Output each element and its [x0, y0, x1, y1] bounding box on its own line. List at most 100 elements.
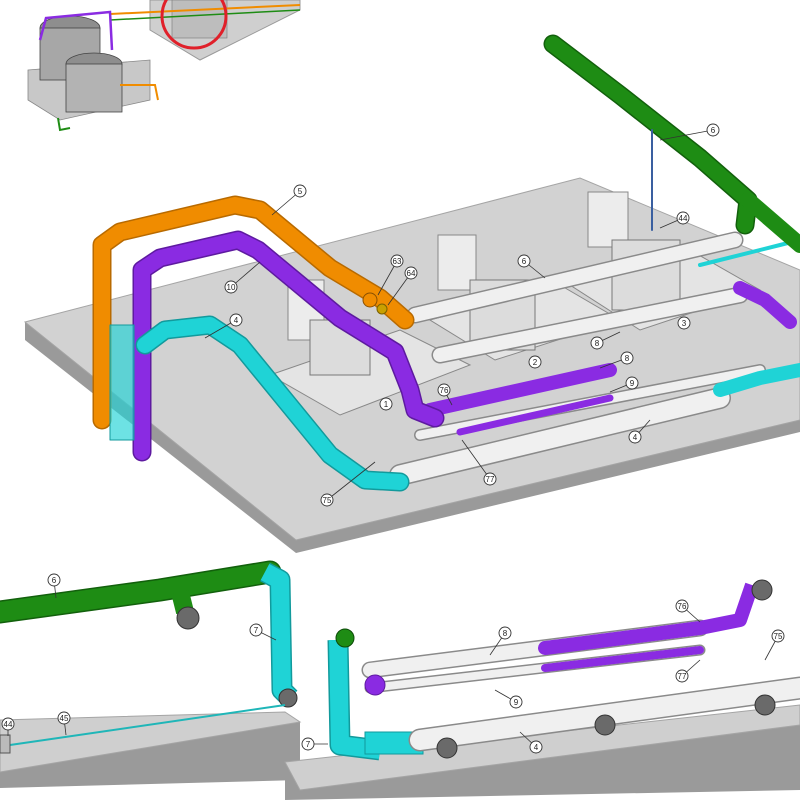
callout-bubble	[706, 123, 720, 137]
callout-label: 3	[682, 319, 687, 328]
callout-main-header-8b: 8	[599, 351, 634, 369]
thumbnail-orange-pipe	[120, 84, 159, 101]
callout-detail-right-4: 4	[519, 731, 543, 754]
callout-bubble	[528, 355, 542, 369]
callout-label: 1	[384, 400, 389, 409]
callout-main-header-4: 4	[628, 419, 651, 444]
callout-bubble	[57, 711, 71, 725]
valve-icon	[376, 303, 388, 315]
cyan-pipe	[137, 317, 408, 490]
detail-purple-riser	[698, 582, 759, 635]
callout-bubble	[301, 737, 315, 751]
callout-label: 77	[486, 475, 495, 484]
thumbnail-green-pipe	[57, 117, 71, 132]
callout-detail-right-9: 9	[494, 689, 523, 709]
callout-bubble	[509, 695, 523, 709]
purple-pipe-10	[132, 230, 445, 462]
thumbnail-equipment	[171, 0, 228, 39]
callout-label: 77	[678, 672, 687, 681]
callout-bubble	[677, 316, 691, 330]
callout-label: 10	[227, 283, 236, 292]
detail-purple-8	[538, 621, 707, 655]
cyan-pipe-4	[109, 238, 800, 492]
valve-63-64	[362, 292, 388, 315]
callout-label: 75	[323, 496, 332, 505]
detail-left	[0, 560, 302, 788]
callout-bubble	[1, 717, 15, 731]
callouts: 5104636464461238897677475674445876777597…	[1, 123, 785, 754]
callout-bubble	[404, 266, 418, 280]
overview-thumbnail	[27, 0, 301, 132]
valve-icon	[362, 292, 378, 308]
detail-green-pipe-end	[176, 606, 200, 630]
detail-right-slab-top	[284, 704, 800, 791]
control-panel-3	[587, 191, 629, 248]
detail-pipe-end	[754, 694, 776, 716]
callout-bubble	[229, 313, 243, 327]
callout-detail-left-6: 6	[47, 573, 61, 599]
callout-leader	[461, 439, 491, 480]
callout-label: 75	[774, 632, 783, 641]
detail-purple-end-left	[364, 674, 386, 696]
callout-main-green-6: 6	[659, 123, 720, 141]
callout-label: 7	[306, 740, 311, 749]
callout-bubble	[517, 254, 531, 268]
callout-label: 4	[234, 316, 239, 325]
thumbnail-tank-2	[65, 63, 123, 113]
callout-label: 4	[633, 433, 638, 442]
callout-main-pump-3: 3	[677, 316, 691, 330]
callout-label: 76	[440, 386, 449, 395]
detail-left-slab-top	[0, 711, 302, 773]
callout-bubble	[47, 573, 61, 587]
callout-bubble	[379, 397, 393, 411]
purple-pipe	[134, 232, 443, 460]
callout-label: 7	[254, 626, 259, 635]
callout-label: 44	[4, 720, 13, 729]
detail-purple-end	[751, 579, 773, 601]
callout-bubble	[620, 351, 634, 365]
detail-white-4	[410, 678, 800, 750]
callout-label: 76	[678, 602, 687, 611]
callout-bubble	[498, 626, 512, 640]
detail-right-green-end	[335, 628, 355, 648]
callout-label: 44	[679, 214, 688, 223]
detail-line-45	[9, 704, 286, 746]
purple-header-9	[456, 394, 614, 436]
callout-bubble	[590, 336, 604, 350]
callout-detail-left-44: 44	[1, 717, 15, 736]
callout-detail-right-75: 75	[764, 629, 785, 661]
callout-label: 63	[393, 257, 402, 266]
callout-main-valve-77: 77	[461, 439, 497, 486]
cyan-pipe-right	[713, 363, 800, 397]
detail-purple-9	[541, 646, 704, 672]
white-header-mid	[433, 288, 747, 362]
callout-main-pump-2: 2	[528, 355, 542, 369]
detail-cyan-pipe-end	[278, 688, 298, 708]
callout-detail-left-7: 7	[249, 623, 277, 641]
callout-label: 4	[534, 743, 539, 752]
callout-leader	[377, 260, 398, 296]
callout-label: 45	[60, 714, 69, 723]
callout-main-purple-10: 10	[224, 261, 261, 294]
callout-bubble	[249, 623, 263, 637]
callout-detail-right-76: 76	[675, 599, 701, 623]
callout-detail-left-45: 45	[57, 711, 71, 736]
white-header-top	[408, 233, 742, 322]
callout-label: 8	[595, 339, 600, 348]
white-header-4	[390, 388, 730, 485]
callout-main-header-9: 9	[609, 376, 639, 393]
callout-label: 6	[711, 126, 716, 135]
thumbnail-orange-line	[109, 4, 301, 15]
thumbnail-purple-pipe	[38, 10, 114, 51]
callout-main-white-6: 6	[517, 254, 546, 279]
callout-bubble	[224, 280, 238, 294]
callout-main-unit-44: 44	[659, 211, 690, 229]
purple-header-8	[423, 363, 617, 417]
callout-label: 6	[522, 257, 527, 266]
callout-bubble	[675, 599, 689, 613]
callout-bubble	[437, 383, 451, 397]
callout-bubble	[676, 211, 690, 225]
green-pipe-branch	[740, 192, 800, 253]
callout-label: 6	[52, 576, 57, 585]
